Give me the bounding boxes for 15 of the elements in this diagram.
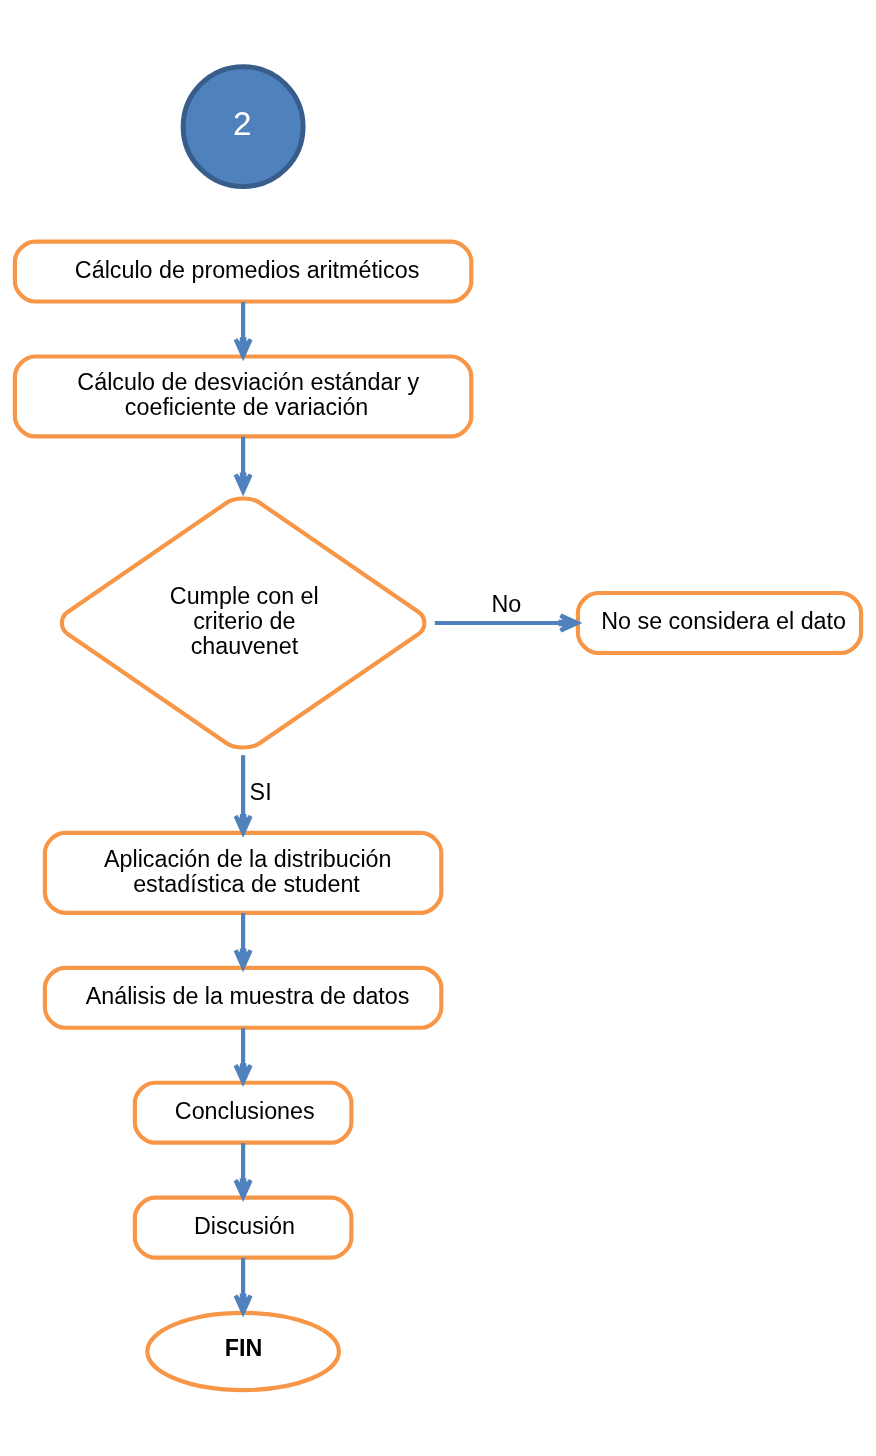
node-box: Conclusiones (132, 1080, 354, 1145)
node-circle: 2 (180, 63, 306, 189)
node-box: Discusión (132, 1195, 354, 1260)
node-box: Análisis de la muestra de datos (42, 965, 444, 1030)
node-box: Cálculo de promedios aritméticos (12, 239, 474, 304)
arrow (233, 1142, 253, 1199)
node-box: Aplicación de la distribución estadística de student (42, 830, 444, 915)
arrow (434, 612, 580, 633)
arrow (233, 1027, 253, 1084)
arrow (233, 754, 253, 835)
node-box: Cálculo de desviación estándar y coeficiente de variación (12, 353, 474, 439)
edge-label: SI (249, 778, 272, 805)
edge-label: No (491, 590, 522, 617)
node-box: No se considera el dato (575, 590, 864, 655)
node-ellipse: FIN (145, 1310, 341, 1392)
